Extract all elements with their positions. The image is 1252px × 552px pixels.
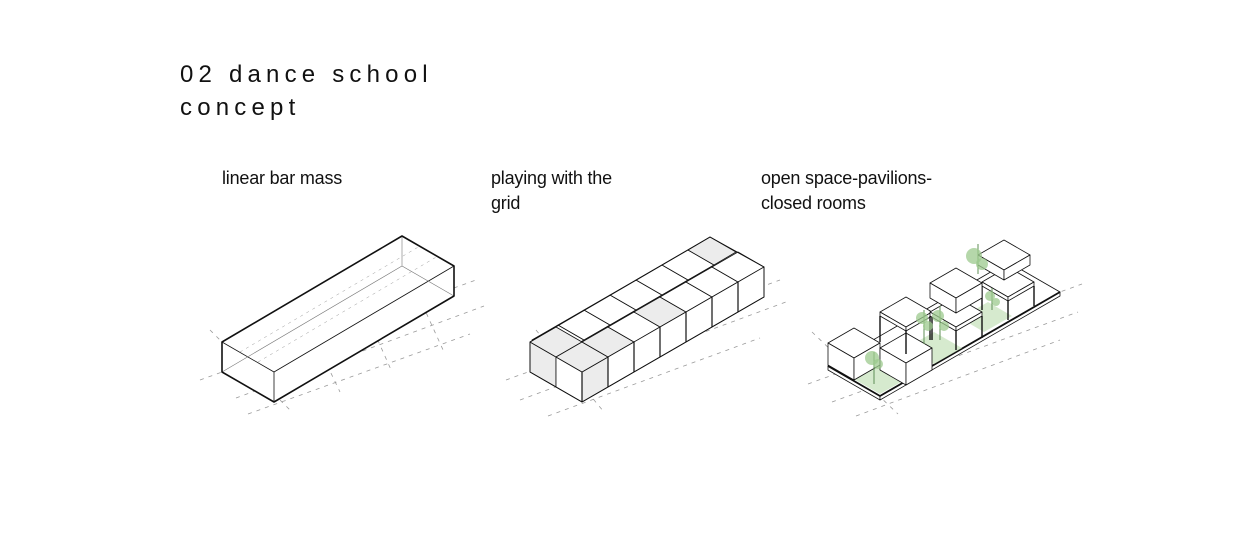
- diagram-linear-bar-mass: [199, 235, 485, 415]
- tree-5: [985, 288, 1000, 310]
- green-open-space-3: [960, 302, 1012, 332]
- grid-outline: [529, 236, 765, 403]
- grid-vertical-edges: [581, 282, 739, 402]
- diagram-open-space-pavilions: [807, 239, 1083, 417]
- bar-outline: [221, 235, 455, 403]
- caption-2-line-1: playing with the: [491, 168, 612, 188]
- tree-3: [932, 306, 949, 340]
- title-line-2: concept: [180, 94, 301, 121]
- caption-playing-with-grid: playing with the grid: [491, 166, 612, 216]
- caption-3-line-1: open space-pavilions-: [761, 168, 932, 188]
- bar-mass-volume: [221, 235, 455, 403]
- caption-open-space-pavilions: open space-pavilions- closed rooms: [761, 166, 932, 216]
- slab-front-edge: [827, 291, 1061, 397]
- caption-linear-bar-mass: linear bar mass: [222, 166, 342, 191]
- closed-room-3: [929, 267, 983, 314]
- diagram-playing-with-grid: [505, 236, 787, 417]
- title-line-1: 02 dance school: [180, 61, 433, 88]
- caption-3-line-2: closed rooms: [761, 193, 866, 213]
- page-title: 02 dance school concept: [180, 58, 433, 124]
- tree-1: [865, 351, 883, 384]
- tree-2: [916, 310, 933, 344]
- caption-2-line-2: grid: [491, 193, 521, 213]
- bar-hidden-edges: [221, 236, 455, 373]
- tree-4: [966, 244, 988, 274]
- caption-1-line-1: linear bar mass: [222, 168, 343, 188]
